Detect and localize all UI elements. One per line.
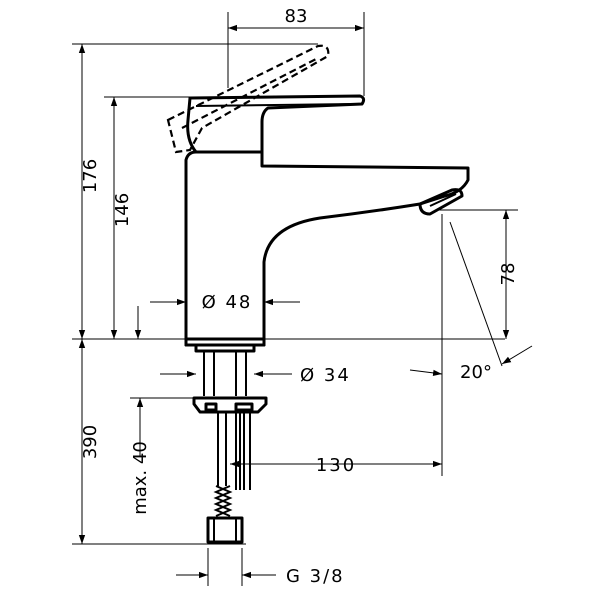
- dimension-lines: [78, 24, 533, 579]
- dim-thread: G 3/8: [286, 566, 345, 587]
- dim-counter-thickness: max. 40: [130, 441, 151, 515]
- lever-raised-dashed: [166, 44, 330, 154]
- extension-lines: [72, 12, 518, 586]
- dim-outlet-height: 78: [498, 263, 519, 286]
- lever-handle: [186, 94, 366, 154]
- dim-spout-height: 146: [112, 193, 133, 227]
- faucet-body: [184, 150, 470, 347]
- dim-shank-length: 390: [80, 425, 101, 459]
- dim-top-width: 83: [285, 6, 308, 27]
- dim-overall-height: 176: [80, 159, 101, 193]
- dim-projection: 130: [316, 455, 356, 476]
- aerator: [418, 188, 464, 216]
- mounting-shank: [192, 343, 268, 544]
- dim-body-diameter: Ø 48: [202, 292, 253, 313]
- dim-outlet-angle: 20°: [460, 362, 492, 383]
- dim-shank-diameter: Ø 34: [300, 365, 351, 386]
